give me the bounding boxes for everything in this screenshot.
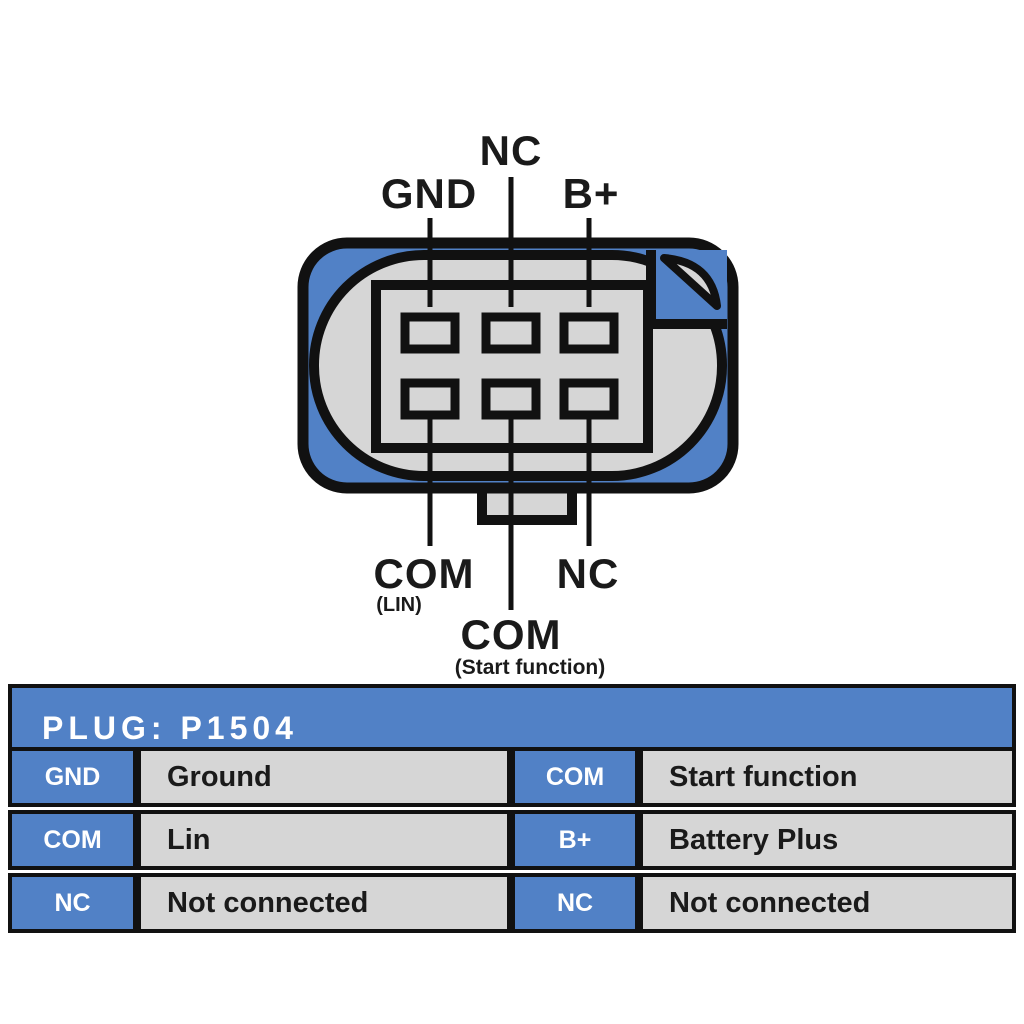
label-nc-top: NC	[479, 127, 543, 174]
pin-nc-top	[481, 312, 541, 354]
label-gnd: GND	[380, 170, 478, 217]
desc-cell-lin: Lin	[137, 810, 511, 870]
label-com-start: COM	[460, 611, 562, 658]
pin-cell-com-start: COM	[511, 747, 639, 807]
pin-com-start	[481, 378, 541, 420]
desc-cell-not-connected-1: Not connected	[137, 873, 511, 933]
desc-cell-start-function: Start function	[639, 747, 1016, 807]
pin-cell-nc-1: NC	[8, 873, 137, 933]
label-bplus: B+	[562, 170, 620, 217]
pin-gnd	[400, 312, 460, 354]
connector-diagram: NC GND B+ COM (LIN) NC COM (Start functi…	[297, 127, 739, 679]
keyway-notch	[651, 250, 727, 329]
label-nc-bottom: NC	[556, 550, 620, 597]
pin-cell-bplus: B+	[511, 810, 639, 870]
desc-cell-battery-plus: Battery Plus	[639, 810, 1016, 870]
pin-cell-gnd: GND	[8, 747, 137, 807]
connector-illustration	[297, 177, 739, 610]
pin-cell-com-lin: COM	[8, 810, 137, 870]
pin-bplus	[559, 312, 619, 354]
pinout-table: PLUG: P1504 GND Ground COM Start functio…	[8, 684, 1016, 933]
desc-cell-ground: Ground	[137, 747, 511, 807]
keyway-corner-wedge	[660, 254, 721, 310]
pin-cell-nc-2: NC	[511, 873, 639, 933]
label-com-lin-sub: (LIN)	[376, 594, 422, 616]
label-com-lin: COM	[373, 550, 475, 597]
desc-cell-not-connected-2: Not connected	[639, 873, 1016, 933]
pin-com-lin	[400, 378, 460, 420]
label-com-start-sub: (Start function)	[454, 656, 606, 679]
pin-nc-bottom	[559, 378, 619, 420]
